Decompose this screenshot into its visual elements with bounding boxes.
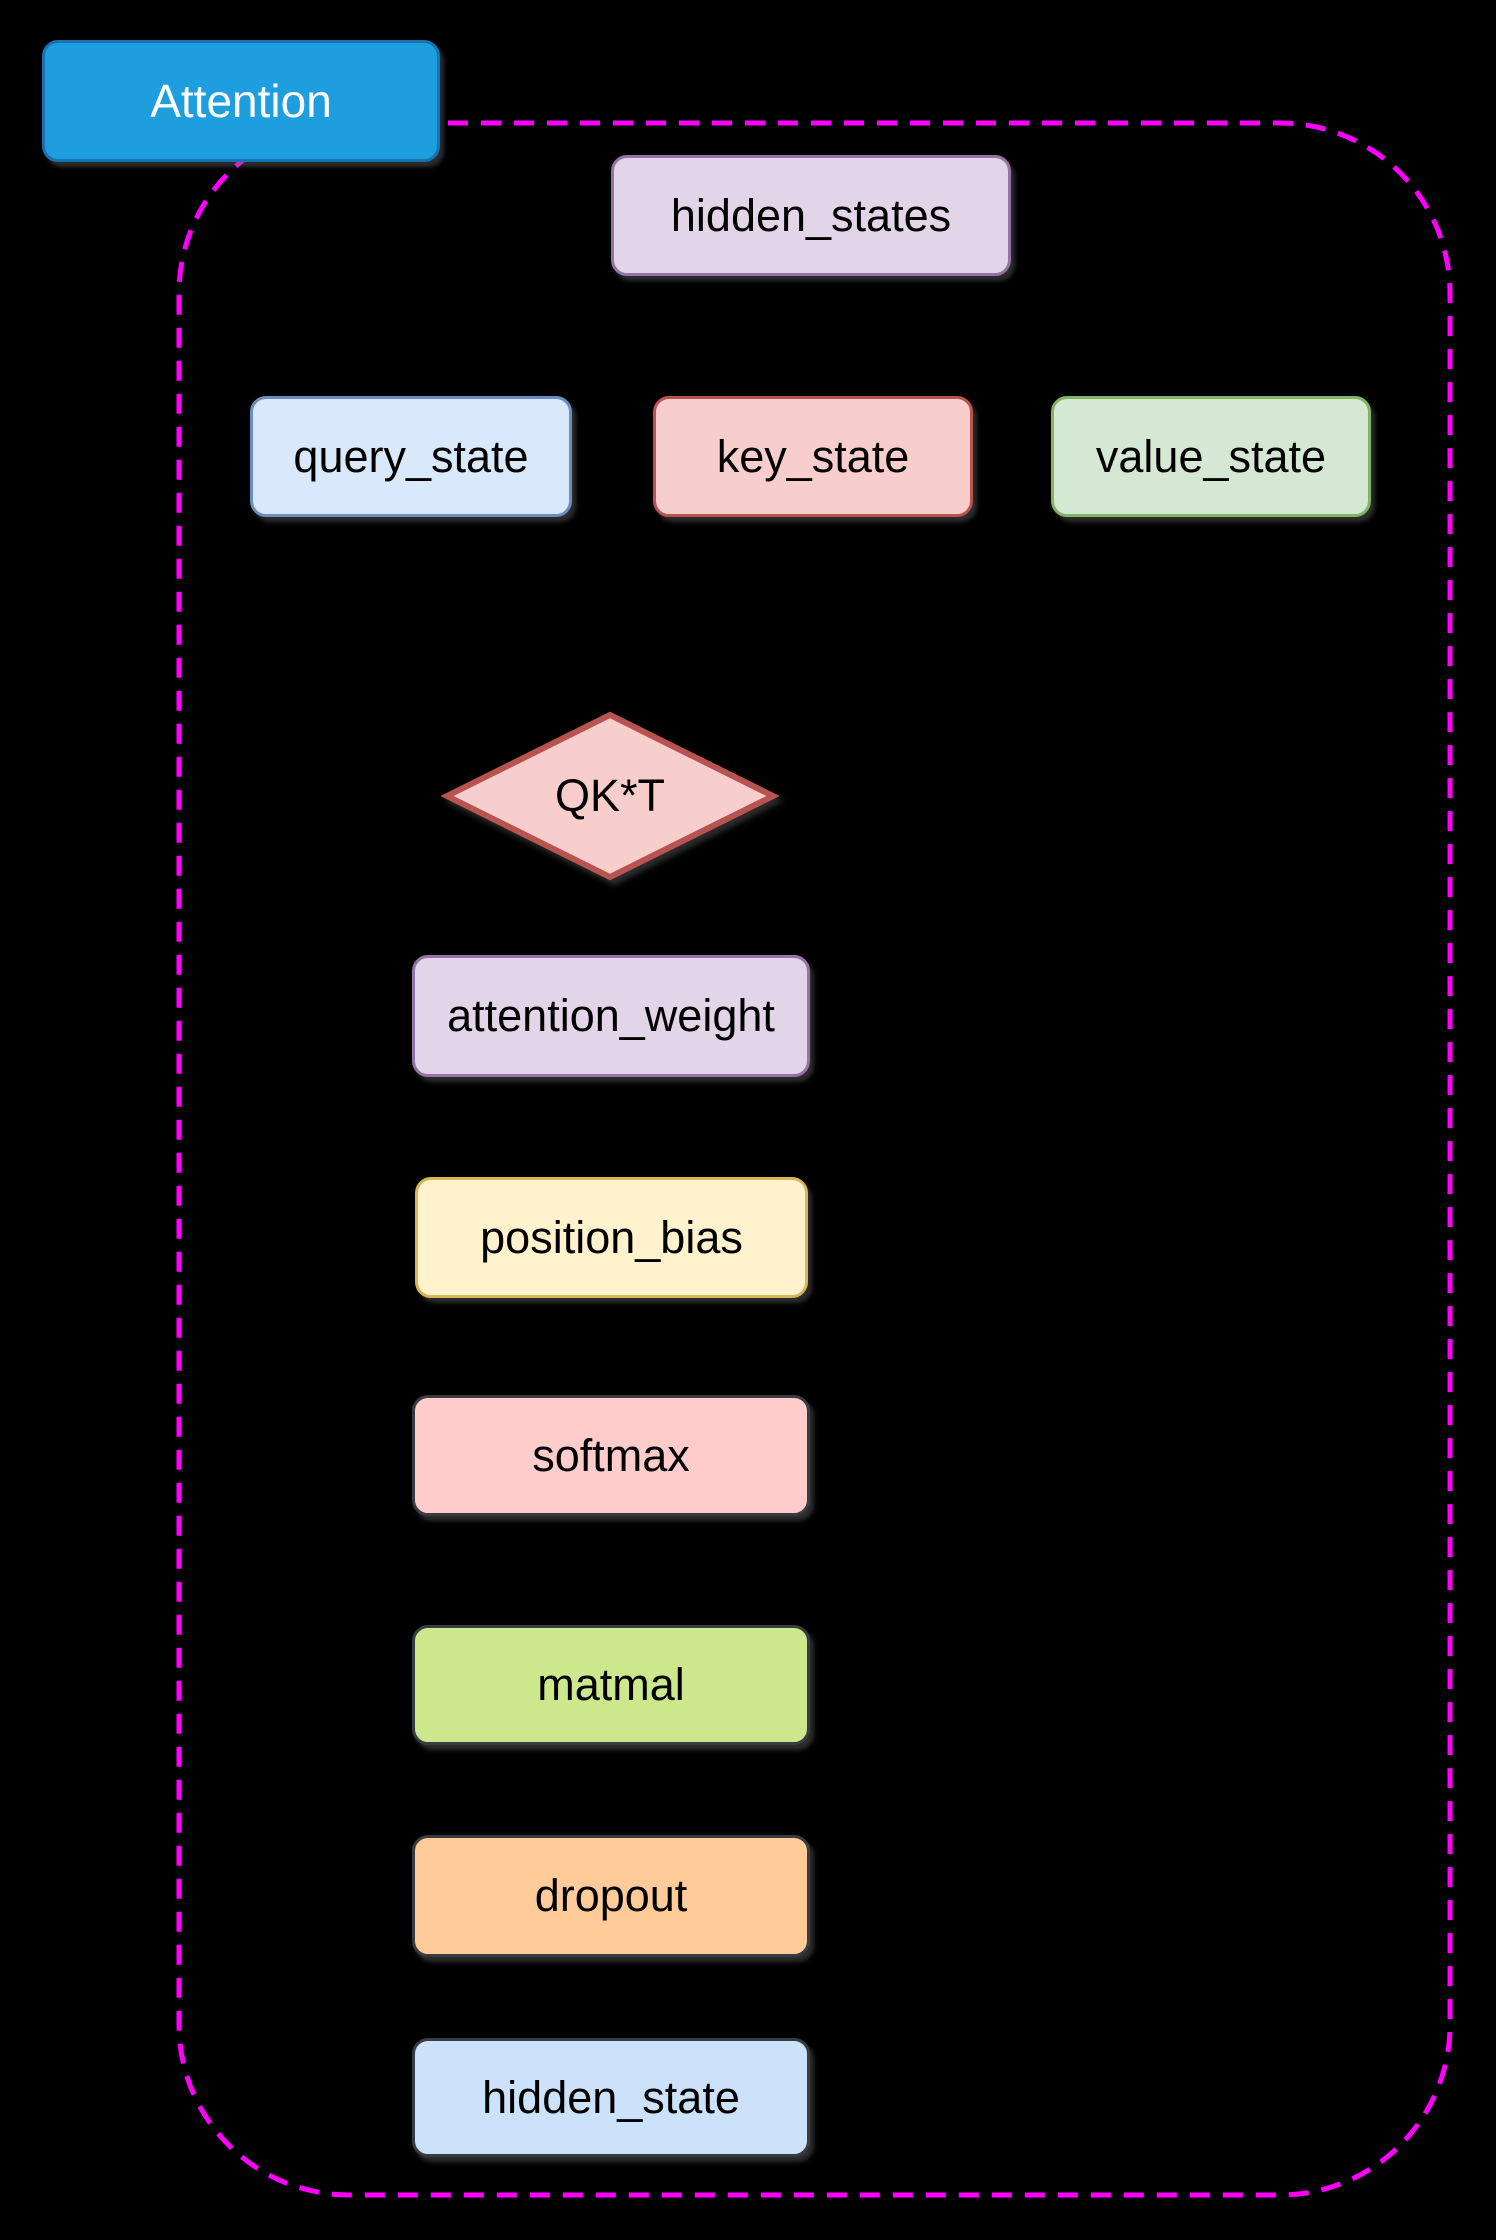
node-query-state[interactable]: query_state [250,396,572,517]
node-value-state-label: value_state [1095,430,1327,482]
node-dropout-label: dropout [534,1870,688,1921]
node-hidden-state-label: hidden_state [482,2071,740,2123]
node-value-state[interactable]: value_state [1051,396,1371,517]
node-query-state-label: query_state [293,430,529,482]
node-hidden-states[interactable]: hidden_states [611,155,1011,276]
node-softmax[interactable]: softmax [412,1395,810,1516]
node-softmax-label: softmax [532,1429,690,1481]
attention-title-label: Attention [150,75,332,127]
node-dropout[interactable]: dropout [412,1835,810,1957]
node-matmal-label: matmal [537,1659,685,1710]
node-attention-title[interactable]: Attention [42,40,440,162]
dashed-container-rect [176,120,1453,2198]
node-key-state[interactable]: key_state [653,396,973,517]
qkt-diamond-shape [441,711,779,881]
node-attention-weight[interactable]: attention_weight [412,955,810,1077]
node-attention-weight-label: attention_weight [447,990,775,1041]
node-matmal[interactable]: matmal [412,1625,810,1745]
node-qkt-diamond[interactable]: QK*T [441,709,779,883]
node-key-state-label: key_state [716,430,910,482]
node-hidden-states-label: hidden_states [670,189,952,241]
node-position-bias[interactable]: position_bias [415,1177,808,1298]
node-position-bias-label: position_bias [480,1211,743,1263]
node-qkt-label: QK*T [554,770,666,821]
node-hidden-state[interactable]: hidden_state [412,2038,810,2157]
